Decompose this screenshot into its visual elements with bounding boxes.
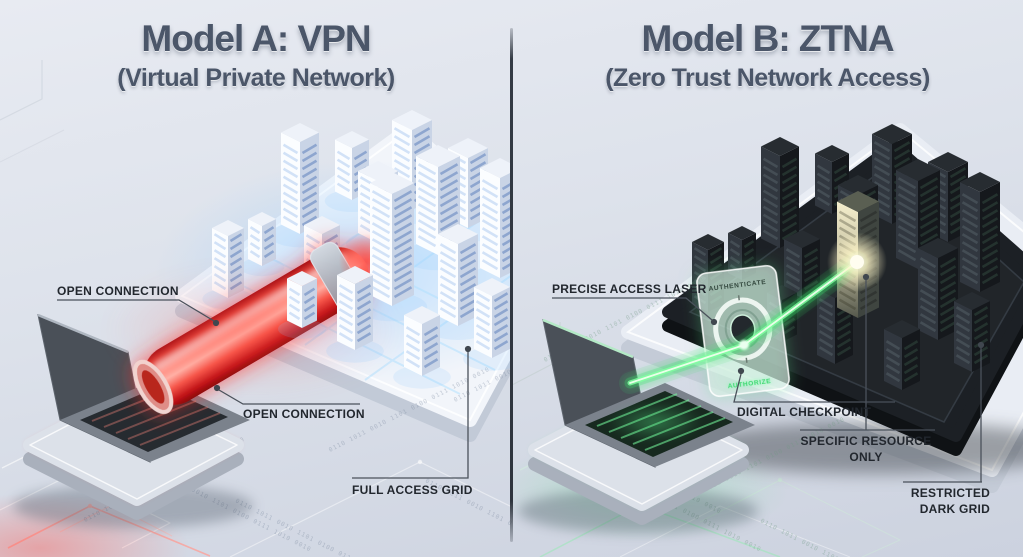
vpn-scene-illustration: 0110 1011 0010 1101 0100 0111 1010 00100… [0, 110, 512, 557]
binary-noise-text: 0110 1011 0010 1101 0100 0111 1010 0010 [759, 518, 922, 557]
digital-checkpoint-panel: AUTHENTICATE AUTHORIZE [696, 264, 790, 398]
red-ambient-glow [105, 268, 405, 392]
ztna-laser-beam [619, 232, 887, 394]
server-grid-light-front [278, 158, 512, 389]
binary-noise-text: 0110 1011 0010 1101 0100 0111 1010 0010 [424, 478, 512, 557]
leader-lines-right [552, 273, 985, 483]
laptop-right [518, 318, 758, 533]
panel-divider-line [510, 28, 513, 542]
leader-lines-left [57, 299, 472, 479]
ztna-scene-illustration: 0110 1011 0010 1101 0100 0111 1010 00100… [512, 123, 1023, 557]
